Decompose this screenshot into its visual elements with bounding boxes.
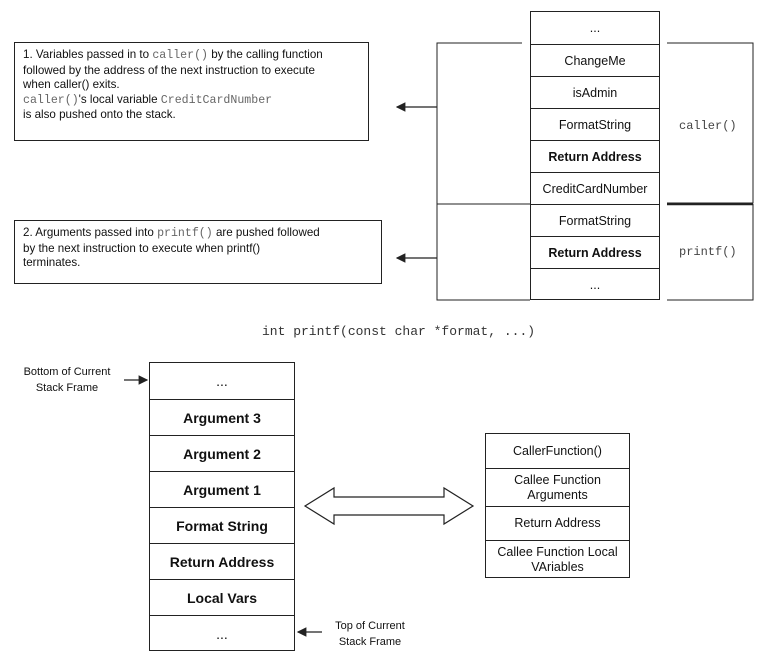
bottom-of-frame-label-line: Stack Frame bbox=[35, 382, 99, 394]
top-stack-cell: ... bbox=[531, 268, 659, 301]
top-stack-cell: ... bbox=[589, 21, 601, 35]
top-stack: ... ChangeMe isAdmin FormatString Return… bbox=[530, 11, 660, 300]
top-of-frame-label-line: Stack Frame bbox=[338, 636, 402, 648]
bottom-stack-cell: Format String bbox=[150, 507, 294, 543]
note-printf: 2. Arguments passed into printf() are pu… bbox=[14, 220, 382, 284]
printf-frame-bracket bbox=[436, 204, 530, 301]
note1-text: followed by the address of the next inst… bbox=[23, 63, 315, 77]
note-caller: 1. Variables passed in to caller() by th… bbox=[14, 42, 369, 141]
note2-text: 2. Arguments passed into bbox=[23, 226, 158, 239]
legend-cell: CallerFunction() bbox=[513, 443, 602, 458]
bottom-stack-cell: Local Vars bbox=[150, 579, 294, 615]
double-arrow-icon bbox=[303, 486, 475, 526]
note1-code: CreditCardNumber bbox=[160, 93, 273, 107]
bottom-stack-cell: Argument 2 bbox=[150, 435, 294, 471]
top-stack-cell: FormatString bbox=[531, 108, 659, 140]
bottom-stack-cell: ... bbox=[150, 615, 294, 652]
note1-text: is also pushed onto the stack. bbox=[23, 108, 176, 122]
caller-frame-label: caller() bbox=[679, 119, 737, 133]
bottom-stack-cell: ... bbox=[216, 373, 228, 389]
bottom-stack-cell: Return Address bbox=[150, 543, 294, 579]
caller-frame-bracket bbox=[436, 42, 530, 205]
legend-stack: CallerFunction() Callee Function Argumen… bbox=[485, 433, 630, 578]
note2-code: printf() bbox=[157, 227, 213, 240]
top-stack-cell: ChangeMe bbox=[531, 44, 659, 76]
note1-text: when caller() exits. bbox=[23, 78, 120, 92]
top-stack-cell: Return Address bbox=[531, 236, 659, 268]
bottom-of-frame-label: Bottom of Current Stack Frame bbox=[14, 364, 120, 396]
top-stack-cell: FormatString bbox=[531, 204, 659, 236]
printf-label-bracket bbox=[667, 204, 754, 301]
note1-code: caller() bbox=[23, 93, 79, 107]
top-of-frame-label: Top of Current Stack Frame bbox=[320, 618, 420, 650]
note2-text: are pushed followed bbox=[212, 226, 320, 239]
note2-text: terminates. bbox=[23, 256, 81, 270]
top-stack-cell: isAdmin bbox=[531, 76, 659, 108]
legend-cell: Callee Function Local VAriables bbox=[486, 540, 629, 579]
legend-cell: Return Address bbox=[486, 506, 629, 540]
top-stack-cell: CreditCardNumber bbox=[531, 172, 659, 204]
note1-code: caller() bbox=[152, 49, 208, 62]
bottom-stack-cell: Argument 1 bbox=[150, 471, 294, 507]
bottom-stack-cell: Argument 3 bbox=[150, 399, 294, 435]
printf-signature: int printf(const char *format, ...) bbox=[262, 324, 536, 339]
bottom-stack: ... Argument 3 Argument 2 Argument 1 For… bbox=[149, 362, 295, 651]
bottom-of-frame-label-line: Bottom of Current bbox=[23, 366, 111, 378]
note1-text: by the calling function bbox=[208, 48, 323, 61]
note1-text: 's local variable bbox=[78, 92, 161, 106]
top-of-frame-label-line: Top of Current bbox=[335, 620, 405, 632]
note1-text: 1. Variables passed in to bbox=[23, 48, 153, 61]
top-stack-cell: Return Address bbox=[531, 140, 659, 172]
legend-cell: Callee Function Arguments bbox=[486, 468, 629, 506]
note2-text: by the next instruction to execute when … bbox=[23, 241, 261, 255]
printf-frame-label: printf() bbox=[679, 245, 737, 259]
